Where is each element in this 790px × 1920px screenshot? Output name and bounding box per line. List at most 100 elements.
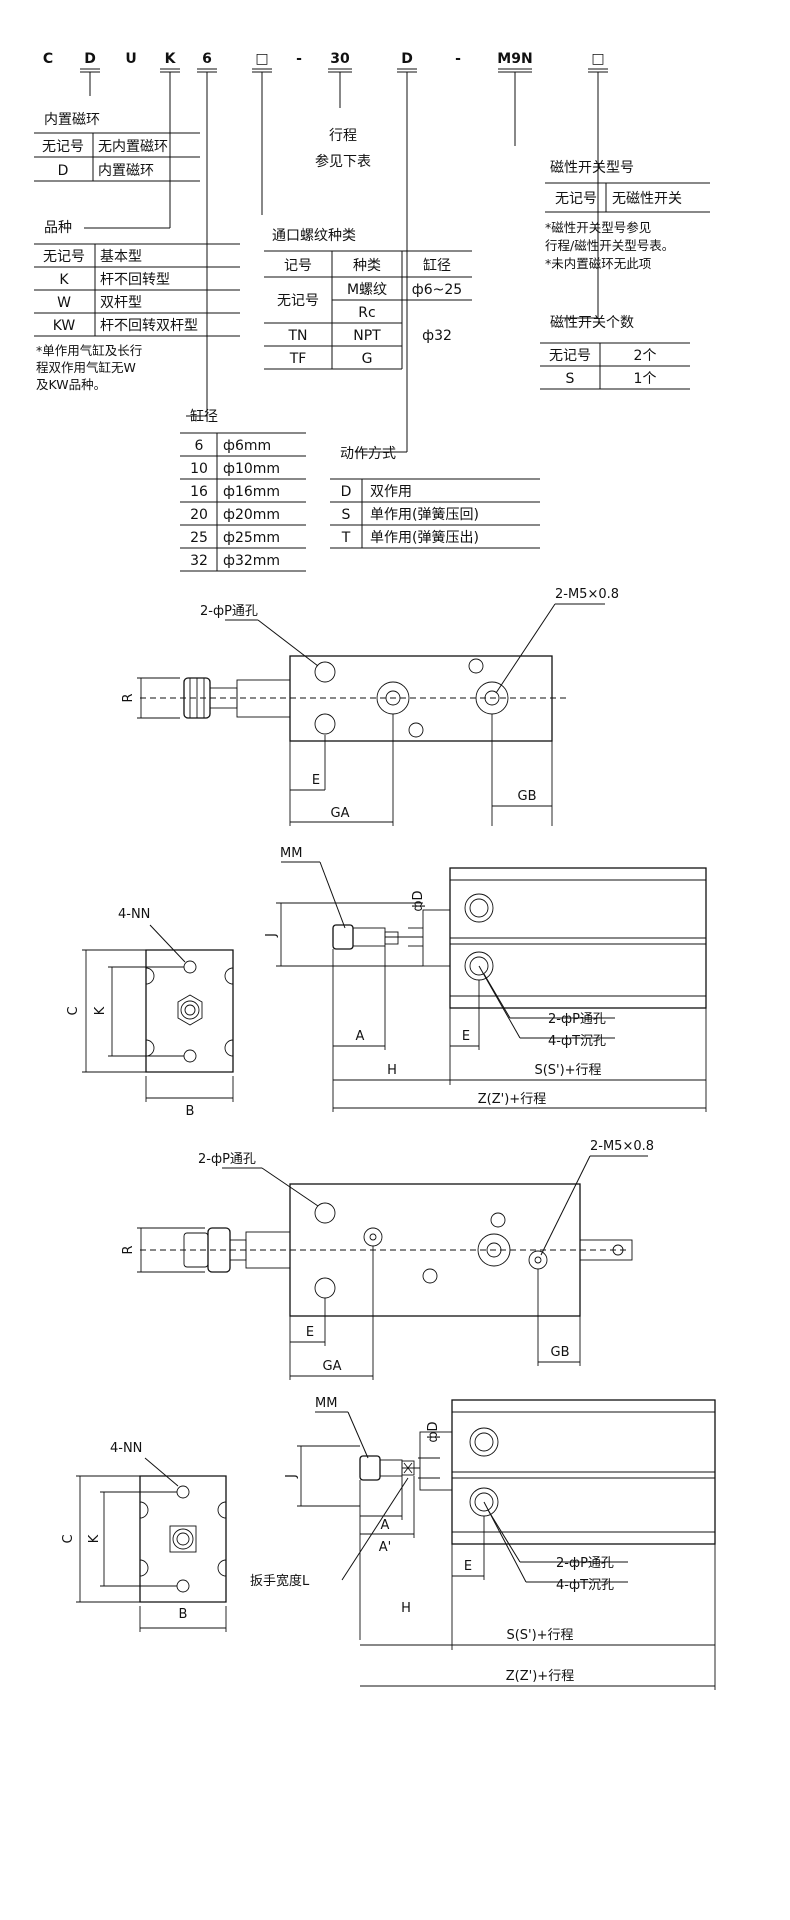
label-p-hole-2: 2-фP通孔 <box>548 1012 606 1027</box>
variety-r3-desc: 双杆型 <box>100 295 142 311</box>
dim-c-1: C <box>66 1006 81 1015</box>
action-title: 动作方式 <box>340 446 396 462</box>
action-r2-code: S <box>342 507 351 523</box>
label-mm-1: MM <box>280 846 302 861</box>
dim-d-2: фD <box>426 1421 441 1442</box>
bore-r3-val: ф16mm <box>223 484 280 500</box>
dim-gb-1: GB <box>518 789 537 804</box>
port-thread-r3-code: TN <box>287 328 307 344</box>
label-nn-2: 4-NN <box>110 1441 142 1456</box>
magnet-title: 内置磁环 <box>44 112 100 128</box>
switch-model-table: 磁性开关型号 无记号 无磁性开关 *磁性开关型号参见 行程/磁性开关型号表。 *… <box>545 160 710 271</box>
port-thread-r2-type: Rc <box>358 305 375 321</box>
port-thread-h1: 记号 <box>284 258 312 274</box>
dim-a2-2: A' <box>379 1540 391 1555</box>
dim-s-2: S(S')+行程 <box>506 1628 573 1643</box>
stroke-label: 行程 参见下表 <box>315 128 371 170</box>
action-table: 动作方式 D 双作用 S 单作用(弹簧压回) T 单作用(弹簧压出) <box>330 446 540 549</box>
dim-h-1: H <box>387 1063 397 1078</box>
port-thread-r1-type: M螺纹 <box>347 282 387 298</box>
drawing-side-view-1: MM фD J A E H S(S')+行程 Z(Z')+行程 2-фP通孔 4… <box>264 846 707 1112</box>
code-box2: □ <box>591 51 604 67</box>
port-thread-r3-type: NPT <box>353 328 381 344</box>
drawing-top-view-2: R E GA GB 2-фP通孔 2-M5×0.8 <box>121 1139 654 1380</box>
variety-r2-code: K <box>59 272 69 288</box>
switch-count-r2-code: S <box>566 371 575 387</box>
dim-a-2: A <box>381 1518 390 1533</box>
switch-model-r1-code: 无记号 <box>555 191 597 207</box>
bore-r5-val: ф25mm <box>223 530 280 546</box>
label-p-hole-4: 2-фP通孔 <box>556 1556 614 1571</box>
bore-r1-val: ф6mm <box>223 438 271 454</box>
dim-e-4: E <box>464 1559 472 1574</box>
switch-model-title: 磁性开关型号 <box>550 160 634 176</box>
dim-s-1: S(S')+行程 <box>534 1063 601 1078</box>
label-m5-2: 2-M5×0.8 <box>590 1139 654 1154</box>
variety-note-1: *单作用气缸及长行 <box>36 343 142 358</box>
bore-r4-val: ф20mm <box>223 507 280 523</box>
code-k: K <box>165 51 177 67</box>
code-c: C <box>43 51 53 67</box>
action-r1-desc: 双作用 <box>370 484 412 500</box>
drawing-side-view-2: MM фD J A A' 扳手宽度L H E S(S')+行程 Z(Z')+行程… <box>250 1396 716 1690</box>
code-m9n: M9N <box>497 51 532 67</box>
dim-z-1: Z(Z')+行程 <box>478 1092 546 1107</box>
port-thread-h2: 种类 <box>353 258 381 274</box>
bore-r2-val: ф10mm <box>223 461 280 477</box>
dim-k-2: K <box>87 1534 102 1543</box>
port-thread-r1-code: 无记号 <box>277 293 319 309</box>
dim-c-2: C <box>61 1534 76 1543</box>
dim-a-1: A <box>356 1029 365 1044</box>
variety-note-3: 及KW品种。 <box>36 377 106 392</box>
dim-r-1: R <box>121 693 136 702</box>
magnet-r2-desc: 内置磁环 <box>98 163 154 179</box>
variety-r4-desc: 杆不回转双杆型 <box>100 318 198 334</box>
bore-r4-code: 20 <box>190 507 208 523</box>
dim-d-1: фD <box>411 890 426 911</box>
label-m5-1: 2-M5×0.8 <box>555 587 619 602</box>
switch-count-r2-val: 1个 <box>634 371 657 387</box>
switch-count-r1-code: 无记号 <box>549 348 591 364</box>
label-wrench: 扳手宽度L <box>250 1573 310 1589</box>
port-thread-table: 通口螺纹种类 记号 种类 缸径 无记号 M螺纹 ф6~25 Rc TN NPT … <box>264 228 472 370</box>
port-thread-title: 通口螺纹种类 <box>272 228 356 244</box>
variety-r4-code: KW <box>53 318 76 334</box>
dim-z-2: Z(Z')+行程 <box>506 1669 574 1684</box>
dim-k-1: K <box>93 1006 108 1015</box>
dim-ga-2: GA <box>323 1359 342 1374</box>
code-30: 30 <box>330 51 350 67</box>
code-d: D <box>84 51 96 67</box>
label-t-hole-1: 4-фT沉孔 <box>548 1034 606 1049</box>
dim-j-2: J <box>284 1474 299 1479</box>
code-6: 6 <box>202 51 212 67</box>
variety-title: 品种 <box>44 220 72 236</box>
dim-gb-2: GB <box>551 1345 570 1360</box>
variety-table: 品种 无记号 基本型 K 杆不回转型 W 双杆型 KW 杆不回转双杆型 *单作用… <box>34 220 240 392</box>
drawing-end-view-2: 4-NN C K B <box>61 1441 227 1632</box>
dim-b-2: B <box>179 1607 188 1622</box>
label-t-hole-2: 4-фT沉孔 <box>556 1578 614 1593</box>
variety-note-2: 程双作用气缸无W <box>36 360 136 375</box>
variety-r1-desc: 基本型 <box>100 248 142 265</box>
switch-model-note-2: 行程/磁性开关型号表。 <box>545 238 674 253</box>
switch-count-table: 磁性开关个数 无记号 2个 S 1个 <box>540 315 690 390</box>
action-r1-code: D <box>341 484 352 500</box>
bore-r5-code: 25 <box>190 530 208 546</box>
switch-count-title: 磁性开关个数 <box>550 315 634 331</box>
label-p-hole-1: 2-фP通孔 <box>200 604 258 619</box>
port-thread-r34-bore: ф32 <box>422 328 452 344</box>
magnet-r2-code: D <box>58 163 69 179</box>
port-thread-r1-bore: ф6~25 <box>412 282 462 298</box>
variety-r2-desc: 杆不回转型 <box>100 272 170 288</box>
bore-title: 缸径 <box>190 408 218 425</box>
dim-e-1: E <box>312 773 320 788</box>
code-u: U <box>125 51 136 67</box>
stroke-title-1: 行程 <box>329 128 357 144</box>
magnet-r1-code: 无记号 <box>42 139 84 155</box>
code-d2: D <box>401 51 413 67</box>
action-r3-code: T <box>341 530 351 546</box>
stroke-title-2: 参见下表 <box>315 153 371 170</box>
label-mm-2: MM <box>315 1396 337 1411</box>
dim-j-1: J <box>264 933 279 938</box>
